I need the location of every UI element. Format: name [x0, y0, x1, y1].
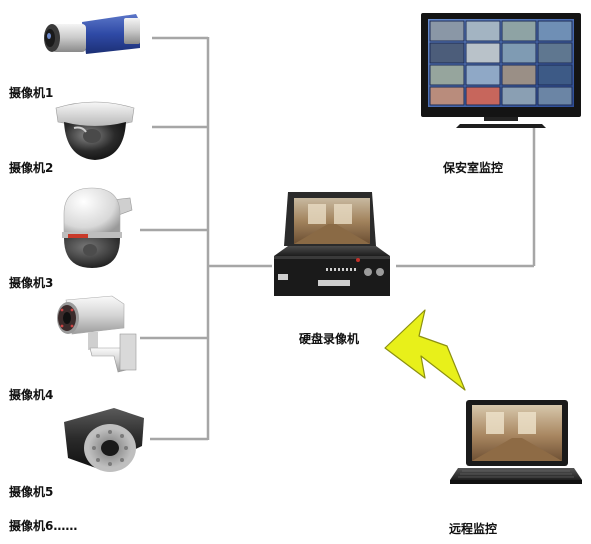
monitor-icon	[421, 13, 581, 128]
camera-1-label: 摄像机1	[9, 86, 54, 100]
lightning-bolt-icon	[384, 309, 466, 391]
remote-label: 远程监控	[449, 522, 498, 536]
camera-5-label: 摄像机5	[9, 485, 54, 499]
laptop-icon	[450, 400, 582, 484]
camera-4-label: 摄像机4	[9, 388, 54, 402]
camera-6-label: 摄像机6……	[9, 519, 78, 533]
dvr-label: 硬盘录像机	[299, 332, 360, 346]
speed-dome-camera-icon	[62, 187, 133, 268]
box-camera-icon	[44, 14, 140, 54]
camera-2-label: 摄像机2	[9, 161, 54, 175]
ir-bullet-camera-icon	[57, 295, 137, 373]
security-room-label: 保安室监控	[443, 161, 504, 175]
dvr-recorder-icon	[274, 192, 390, 296]
dome-camera-icon	[55, 101, 135, 160]
ir-bullet-camera-large-icon	[64, 408, 144, 472]
camera-3-label: 摄像机3	[9, 276, 54, 290]
